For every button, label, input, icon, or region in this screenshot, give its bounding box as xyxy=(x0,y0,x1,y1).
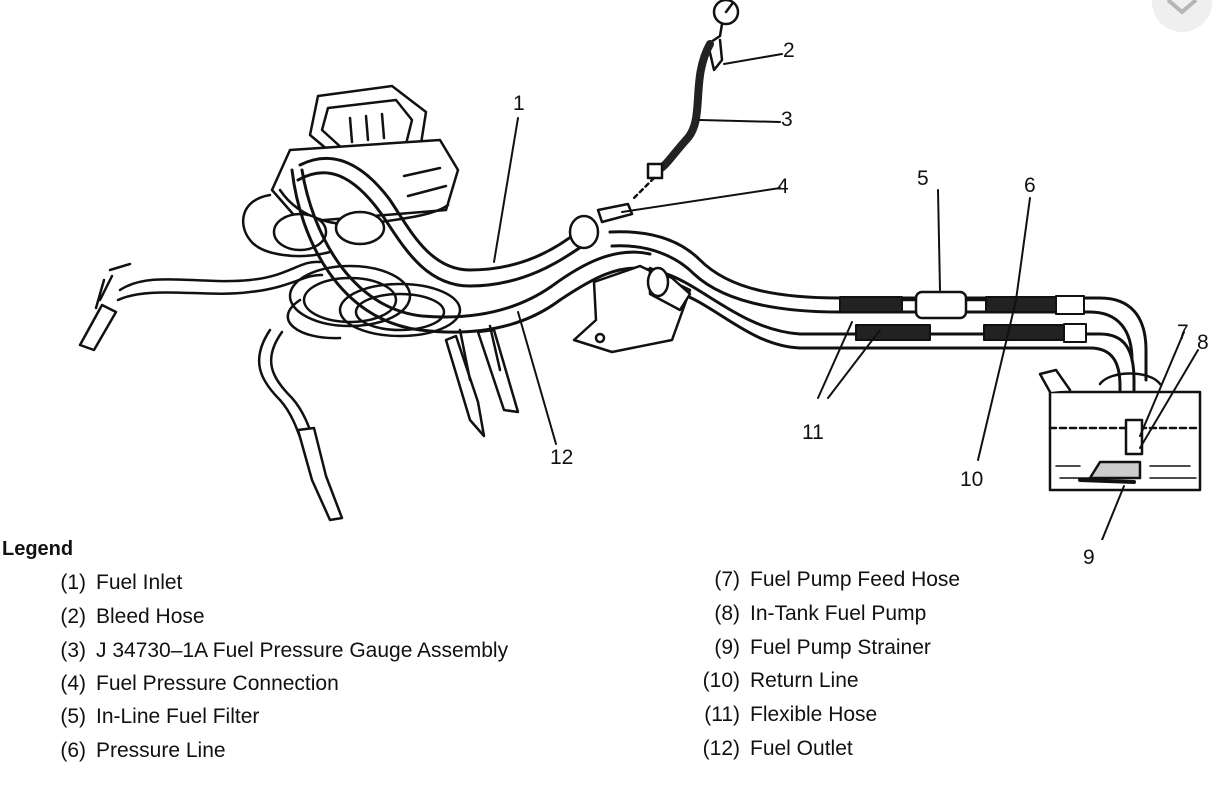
legend-item-2: (2) Bleed Hose xyxy=(0,605,205,629)
callout-5: 5 xyxy=(917,167,929,190)
legend-item-8: (8) In-Tank Fuel Pump xyxy=(0,602,926,626)
legend-item-5: (5) In-Line Fuel Filter xyxy=(0,705,259,729)
legend-number: (4) xyxy=(60,672,86,695)
legend-label: Fuel Outlet xyxy=(750,737,853,760)
legend-number: (6) xyxy=(60,739,86,762)
legend-label: J 34730–1A Fuel Pressure Gauge Assembly xyxy=(96,639,509,662)
legend-item-11: (11) Flexible Hose xyxy=(0,703,877,727)
legend-label: Fuel Pump Strainer xyxy=(750,636,931,659)
legend-label: Return Line xyxy=(750,669,859,692)
inline-fuel-filter xyxy=(900,290,988,320)
legend-item-7: (7) Fuel Pump Feed Hose xyxy=(0,568,960,592)
legend-item-10: (10) Return Line xyxy=(0,669,859,693)
legend-label: Bleed Hose xyxy=(96,605,205,628)
legend-label: In-Tank Fuel Pump xyxy=(750,602,927,625)
legend-item-1: (1) Fuel Inlet xyxy=(0,571,182,595)
mounting-bracket xyxy=(572,264,692,354)
supply-and-return-lines xyxy=(608,230,1148,416)
legend-label: Fuel Pump Feed Hose xyxy=(750,568,961,591)
callout-6: 6 xyxy=(1024,174,1036,197)
legend-label: Pressure Line xyxy=(96,739,226,762)
legend-item-4: (4) Fuel Pressure Connection xyxy=(0,672,339,696)
callout-numbers: 1 2 3 4 5 6 7 8 9 10 11 12 xyxy=(513,39,1209,491)
legend-label: In-Line Fuel Filter xyxy=(96,705,260,728)
fuel-system-diagram: 1 2 3 4 5 6 7 8 9 10 11 12 xyxy=(78,0,1209,540)
legend-item-3: (3) J 34730–1A Fuel Pressure Gauge Assem… xyxy=(0,639,508,663)
legend-label: Flexible Hose xyxy=(750,703,878,726)
callout-7: 7 xyxy=(1177,321,1189,344)
legend-number: (5) xyxy=(60,705,86,728)
pressure-gauge-assembly xyxy=(568,0,740,250)
callout-9-label: 9 xyxy=(1083,546,1095,569)
legend-number: (2) xyxy=(60,605,86,628)
fuel-lines-main xyxy=(290,156,652,334)
legend-item-12: (12) Fuel Outlet xyxy=(0,737,853,761)
legend-number: (8) xyxy=(714,602,740,625)
callout-1: 1 xyxy=(513,92,525,115)
callout-12: 12 xyxy=(550,446,573,469)
legend-number: (9) xyxy=(714,636,740,659)
legend-label: Fuel Inlet xyxy=(96,571,183,594)
flexible-hoses xyxy=(839,295,1087,343)
sensor-leads xyxy=(444,324,520,438)
legend-number: (10) xyxy=(702,669,740,692)
legend-item-6: (6) Pressure Line xyxy=(0,739,226,763)
legend-item-9: (9) Fuel Pump Strainer xyxy=(0,636,931,660)
callout-4: 4 xyxy=(777,175,789,198)
injector-harness-left xyxy=(78,260,344,522)
callout-3: 3 xyxy=(781,108,793,131)
legend-title: Legend xyxy=(2,538,74,560)
callout-8: 8 xyxy=(1197,331,1209,354)
fuel-tank xyxy=(1038,368,1202,492)
legend-label: Fuel Pressure Connection xyxy=(96,672,339,695)
callout-leaders xyxy=(493,53,1199,540)
legend-number: (11) xyxy=(704,703,740,726)
close-icon xyxy=(1166,0,1198,15)
legend-number: (12) xyxy=(702,737,740,760)
legend-number: (1) xyxy=(60,571,86,594)
legend-number: (3) xyxy=(60,639,86,662)
throttle-body-drawing xyxy=(241,84,460,258)
callout-10: 10 xyxy=(960,468,983,491)
callout-2: 2 xyxy=(783,39,795,62)
callout-11: 11 xyxy=(802,421,824,444)
legend-number: (7) xyxy=(714,568,740,591)
